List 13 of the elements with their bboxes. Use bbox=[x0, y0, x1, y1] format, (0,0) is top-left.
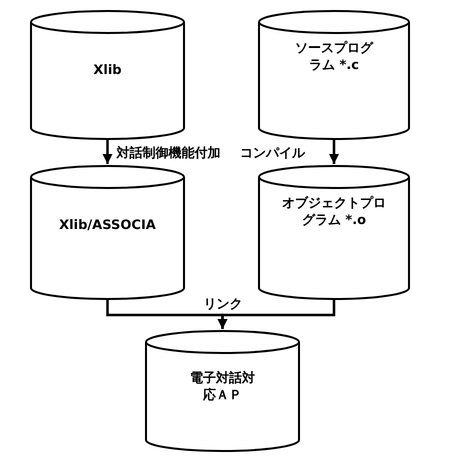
cylinder-node bbox=[30, 165, 185, 300]
node-text: Xlib/ASSOCIA bbox=[58, 217, 157, 234]
node-text: 電子対話対応ＡＰ bbox=[189, 370, 256, 404]
node-text: Xlib bbox=[92, 62, 123, 79]
arrow bbox=[218, 300, 336, 329]
edge-label: 対話制御機能付加 bbox=[116, 144, 222, 162]
cylinder-node bbox=[258, 10, 410, 140]
cylinder-node bbox=[258, 165, 410, 300]
arrow bbox=[329, 140, 339, 164]
arrow bbox=[102, 140, 112, 164]
node-text: オブジェクトプログラム *.o bbox=[281, 195, 387, 229]
cylinder-node bbox=[145, 330, 300, 452]
node-text: ソースプログラム *.c bbox=[294, 40, 374, 74]
